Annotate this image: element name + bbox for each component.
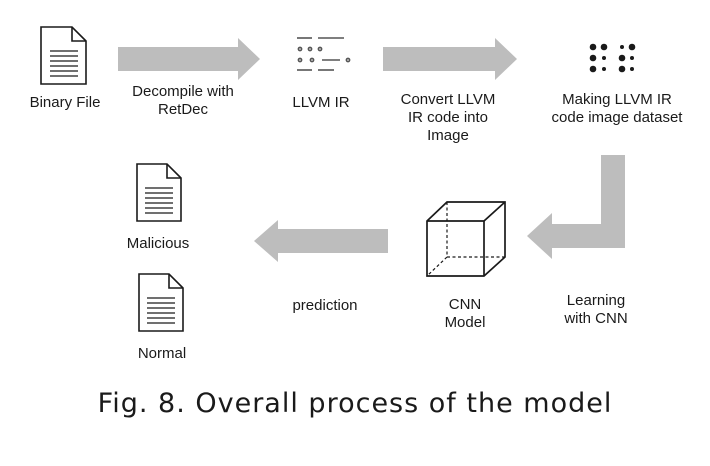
normal-document-icon	[138, 273, 184, 332]
prediction-arrow	[254, 220, 388, 262]
figure-caption: Fig. 8. Overall process of the model	[97, 388, 613, 419]
prediction-label: prediction	[292, 297, 358, 314]
cnn-cube-icon	[426, 201, 506, 277]
learning-label: Learning with CNN	[564, 292, 628, 327]
binary-file-label: Binary File	[29, 94, 101, 111]
malicious-document-icon	[136, 163, 182, 222]
decompile-arrow	[118, 38, 260, 80]
normal-label: Normal	[137, 345, 187, 362]
binary-file-document-icon	[40, 26, 87, 85]
llvm-ir-label: LLVM IR	[292, 94, 350, 111]
llvm-ir-code-lines-icon	[297, 37, 351, 71]
image-dataset-label: Making LLVM IR code image dataset	[551, 91, 683, 126]
image-dataset-dot-pattern-icon	[589, 43, 636, 73]
cnn-model-label: CNN Model	[444, 296, 486, 331]
learning-arrow	[527, 155, 625, 259]
convert-label: Convert LLVM IR code into Image	[400, 91, 496, 144]
decompile-label: Decompile with RetDec	[132, 83, 234, 118]
convert-arrow	[383, 38, 517, 80]
malicious-label: Malicious	[126, 235, 190, 252]
